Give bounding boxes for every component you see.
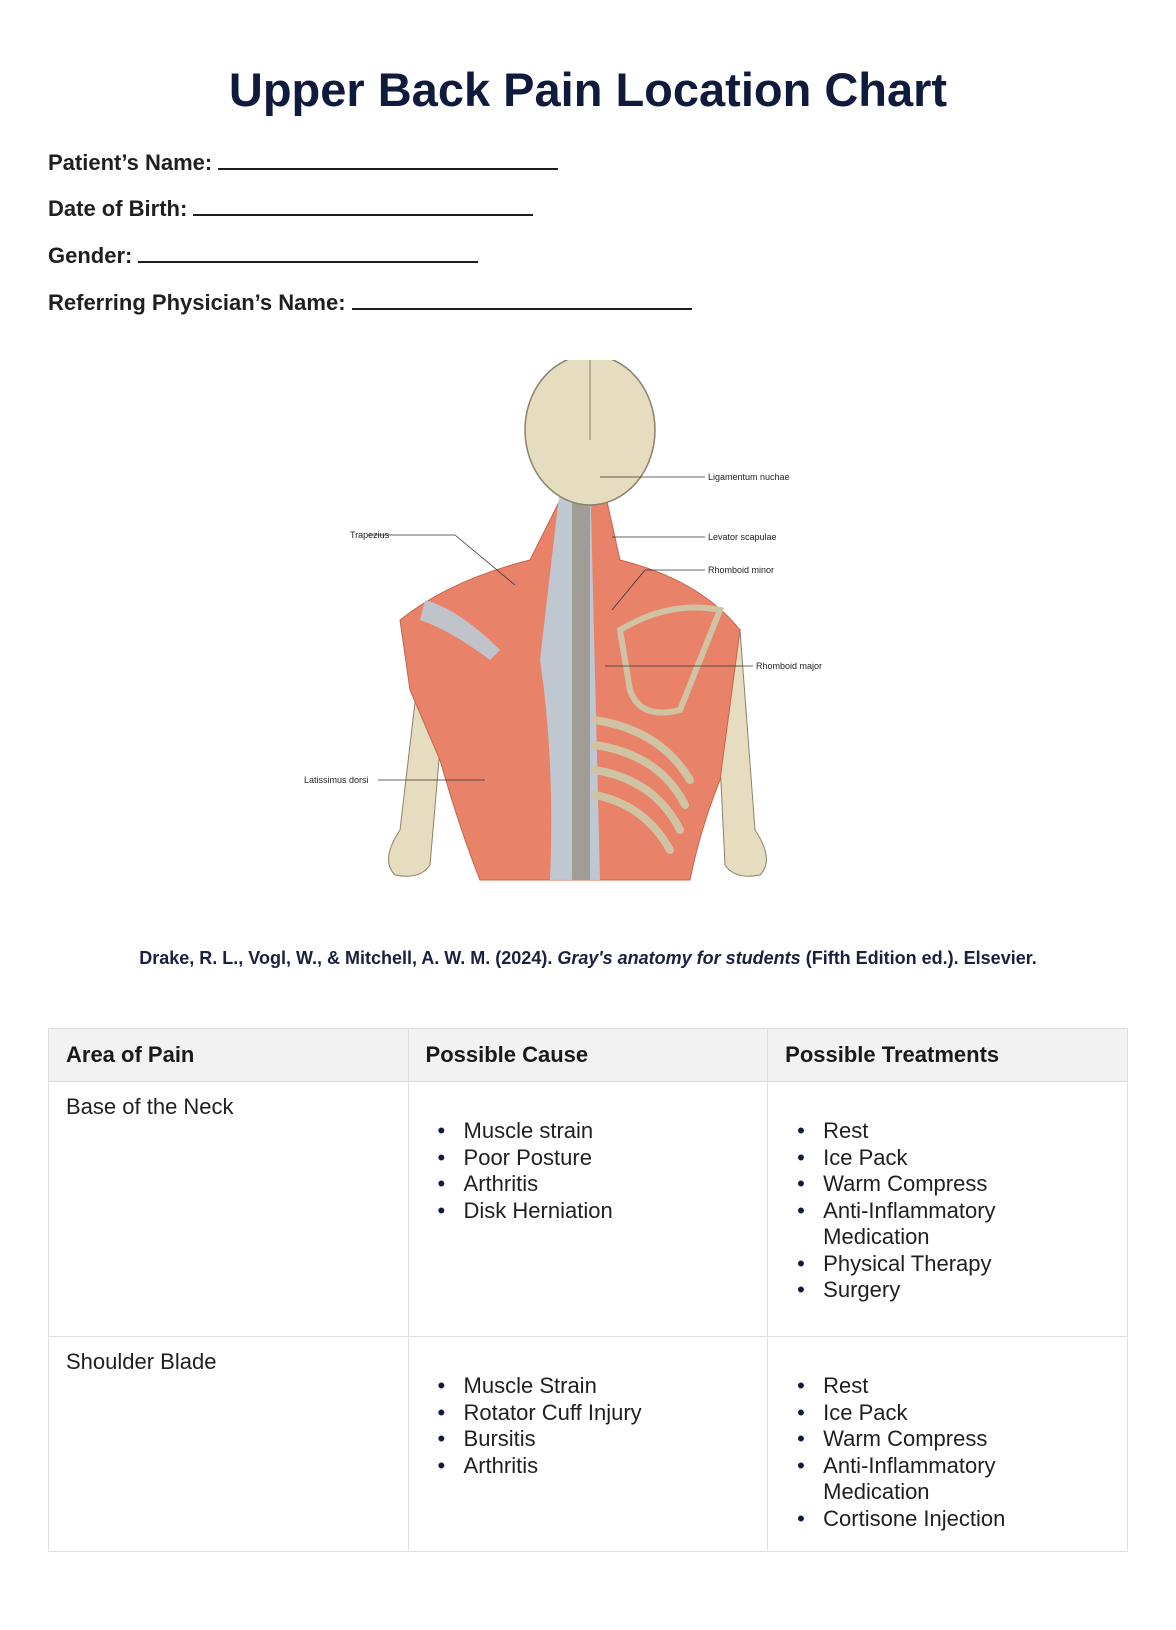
list-item: Anti-Inflammatory Medication: [797, 1453, 1023, 1506]
treatments-cell: Rest Ice Pack Warm Compress Anti-Inflamm…: [767, 1081, 1128, 1337]
gender-field[interactable]: Gender:: [48, 243, 479, 269]
label-latissimus-dorsi: Latissimus dorsi: [304, 775, 369, 785]
gender-line[interactable]: [138, 243, 479, 263]
pain-location-table: Area of Pain Possible Cause Possible Tre…: [48, 1028, 1128, 1552]
list-item: Disk Herniation: [438, 1198, 751, 1225]
patient-name-line[interactable]: [218, 150, 559, 170]
list-item: Anti-Inflammatory Medication: [797, 1198, 1023, 1251]
area-cell: Shoulder Blade: [48, 1336, 409, 1552]
list-item: Cortisone Injection: [797, 1506, 1110, 1533]
list-item: Warm Compress: [797, 1171, 1110, 1198]
list-item: Arthritis: [438, 1171, 751, 1198]
referring-physician-field[interactable]: Referring Physician’s Name:: [48, 290, 692, 316]
list-item: Rest: [797, 1373, 1110, 1400]
causes-list: Muscle Strain Rotator Cuff Injury Bursit…: [426, 1373, 751, 1479]
label-rhomboid-minor: Rhomboid minor: [708, 565, 774, 575]
anatomy-figure: Ligamentum nuchae Trapezius Levator scap…: [300, 354, 870, 915]
table-header-row: Area of Pain Possible Cause Possible Tre…: [48, 1028, 1128, 1082]
area-cell: Base of the Neck: [48, 1081, 409, 1337]
header-possible-treatments: Possible Treatments: [767, 1028, 1128, 1082]
causes-list: Muscle strain Poor Posture Arthritis Dis…: [426, 1118, 751, 1224]
patient-name-label: Patient’s Name:: [48, 150, 213, 175]
list-item: Muscle Strain: [438, 1373, 751, 1400]
citation-authors: Drake, R. L., Vogl, W., & Mitchell, A. W…: [139, 948, 553, 968]
causes-cell: Muscle Strain Rotator Cuff Injury Bursit…: [407, 1336, 769, 1552]
referring-physician-line[interactable]: [351, 290, 692, 310]
referring-physician-label: Referring Physician’s Name:: [48, 290, 346, 315]
citation: Drake, R. L., Vogl, W., & Mitchell, A. W…: [0, 948, 1176, 969]
citation-book-title: Gray's anatomy for students: [557, 948, 801, 968]
list-item: Ice Pack: [797, 1400, 1110, 1427]
citation-rest: (Fifth Edition ed.). Elsevier.: [805, 948, 1037, 968]
header-area-of-pain: Area of Pain: [48, 1028, 409, 1082]
list-item: Warm Compress: [797, 1426, 1110, 1453]
gender-label: Gender:: [48, 243, 133, 268]
table-row: Base of the Neck Muscle strain Poor Post…: [48, 1081, 1128, 1337]
list-item: Bursitis: [438, 1426, 751, 1453]
list-item: Rotator Cuff Injury: [438, 1400, 751, 1427]
list-item: Ice Pack: [797, 1145, 1110, 1172]
label-rhomboid-major: Rhomboid major: [756, 661, 822, 671]
header-possible-cause: Possible Cause: [407, 1028, 769, 1082]
table-row: Shoulder Blade Muscle Strain Rotator Cuf…: [48, 1336, 1128, 1552]
upper-back-anatomy-illustration: Ligamentum nuchae Trapezius Levator scap…: [304, 354, 822, 881]
date-of-birth-label: Date of Birth:: [48, 196, 188, 221]
list-item: Rest: [797, 1118, 1110, 1145]
date-of-birth-field[interactable]: Date of Birth:: [48, 196, 534, 222]
label-levator-scapulae: Levator scapulae: [708, 532, 777, 542]
label-trapezius: Trapezius: [350, 530, 390, 540]
treatments-list: Rest Ice Pack Warm Compress Anti-Inflamm…: [785, 1373, 1110, 1532]
patient-name-field[interactable]: Patient’s Name:: [48, 150, 559, 176]
list-item: Physical Therapy: [797, 1251, 1110, 1278]
treatments-list: Rest Ice Pack Warm Compress Anti-Inflamm…: [785, 1118, 1110, 1304]
treatments-cell: Rest Ice Pack Warm Compress Anti-Inflamm…: [767, 1336, 1128, 1552]
page-title: Upper Back Pain Location Chart: [228, 63, 948, 116]
label-ligamentum-nuchae: Ligamentum nuchae: [708, 472, 790, 482]
causes-cell: Muscle strain Poor Posture Arthritis Dis…: [407, 1081, 769, 1337]
list-item: Surgery: [797, 1277, 1110, 1304]
list-item: Poor Posture: [438, 1145, 751, 1172]
list-item: Muscle strain: [438, 1118, 751, 1145]
date-of-birth-line[interactable]: [193, 196, 534, 216]
list-item: Arthritis: [438, 1453, 751, 1480]
